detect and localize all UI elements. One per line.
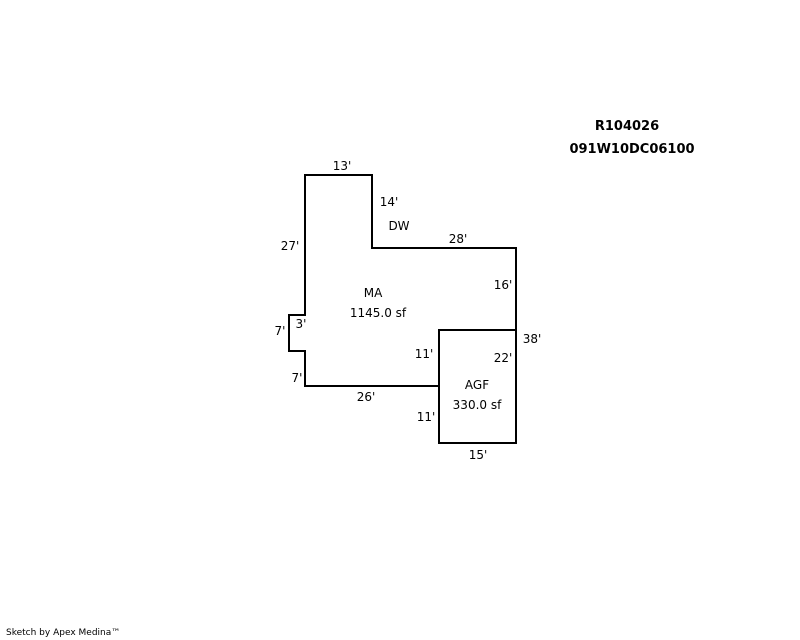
driveway-area-code: DW bbox=[388, 219, 409, 233]
dimension-garage-left-lower: 11' bbox=[417, 410, 436, 424]
main-area-outline bbox=[288, 174, 517, 387]
dimension-inner-right-top: 28' bbox=[449, 232, 468, 246]
main-area-size: 1145.0 sf bbox=[350, 306, 407, 320]
dimension-notch-outer-height: 7' bbox=[275, 324, 286, 338]
dimension-inner-left-vertical: 14' bbox=[380, 195, 399, 209]
garage-area-code: AGF bbox=[465, 378, 489, 392]
main-area-code: MA bbox=[364, 286, 383, 300]
garage-area-size: 330.0 sf bbox=[453, 398, 502, 412]
dimension-bottom-main: 26' bbox=[357, 390, 376, 404]
dimension-notch-width: 3' bbox=[296, 317, 307, 331]
dimension-garage-right: 22' bbox=[494, 351, 513, 365]
dimension-right-upper: 16' bbox=[494, 278, 513, 292]
dimension-top: 13' bbox=[333, 159, 352, 173]
parcel-account-id: R104026 bbox=[595, 119, 659, 134]
sketch-credit: Sketch by Apex Medina™ bbox=[6, 628, 121, 638]
parcel-map-tax-lot: 091W10DC06100 bbox=[569, 142, 694, 157]
dimension-left-lower: 7' bbox=[292, 371, 303, 385]
dimension-right-total: 38' bbox=[523, 332, 542, 346]
dimension-garage-left-upper: 11' bbox=[415, 347, 434, 361]
dimension-left-upper: 27' bbox=[281, 239, 300, 253]
garage-outline bbox=[438, 329, 517, 444]
dimension-garage-bottom: 15' bbox=[469, 448, 488, 462]
